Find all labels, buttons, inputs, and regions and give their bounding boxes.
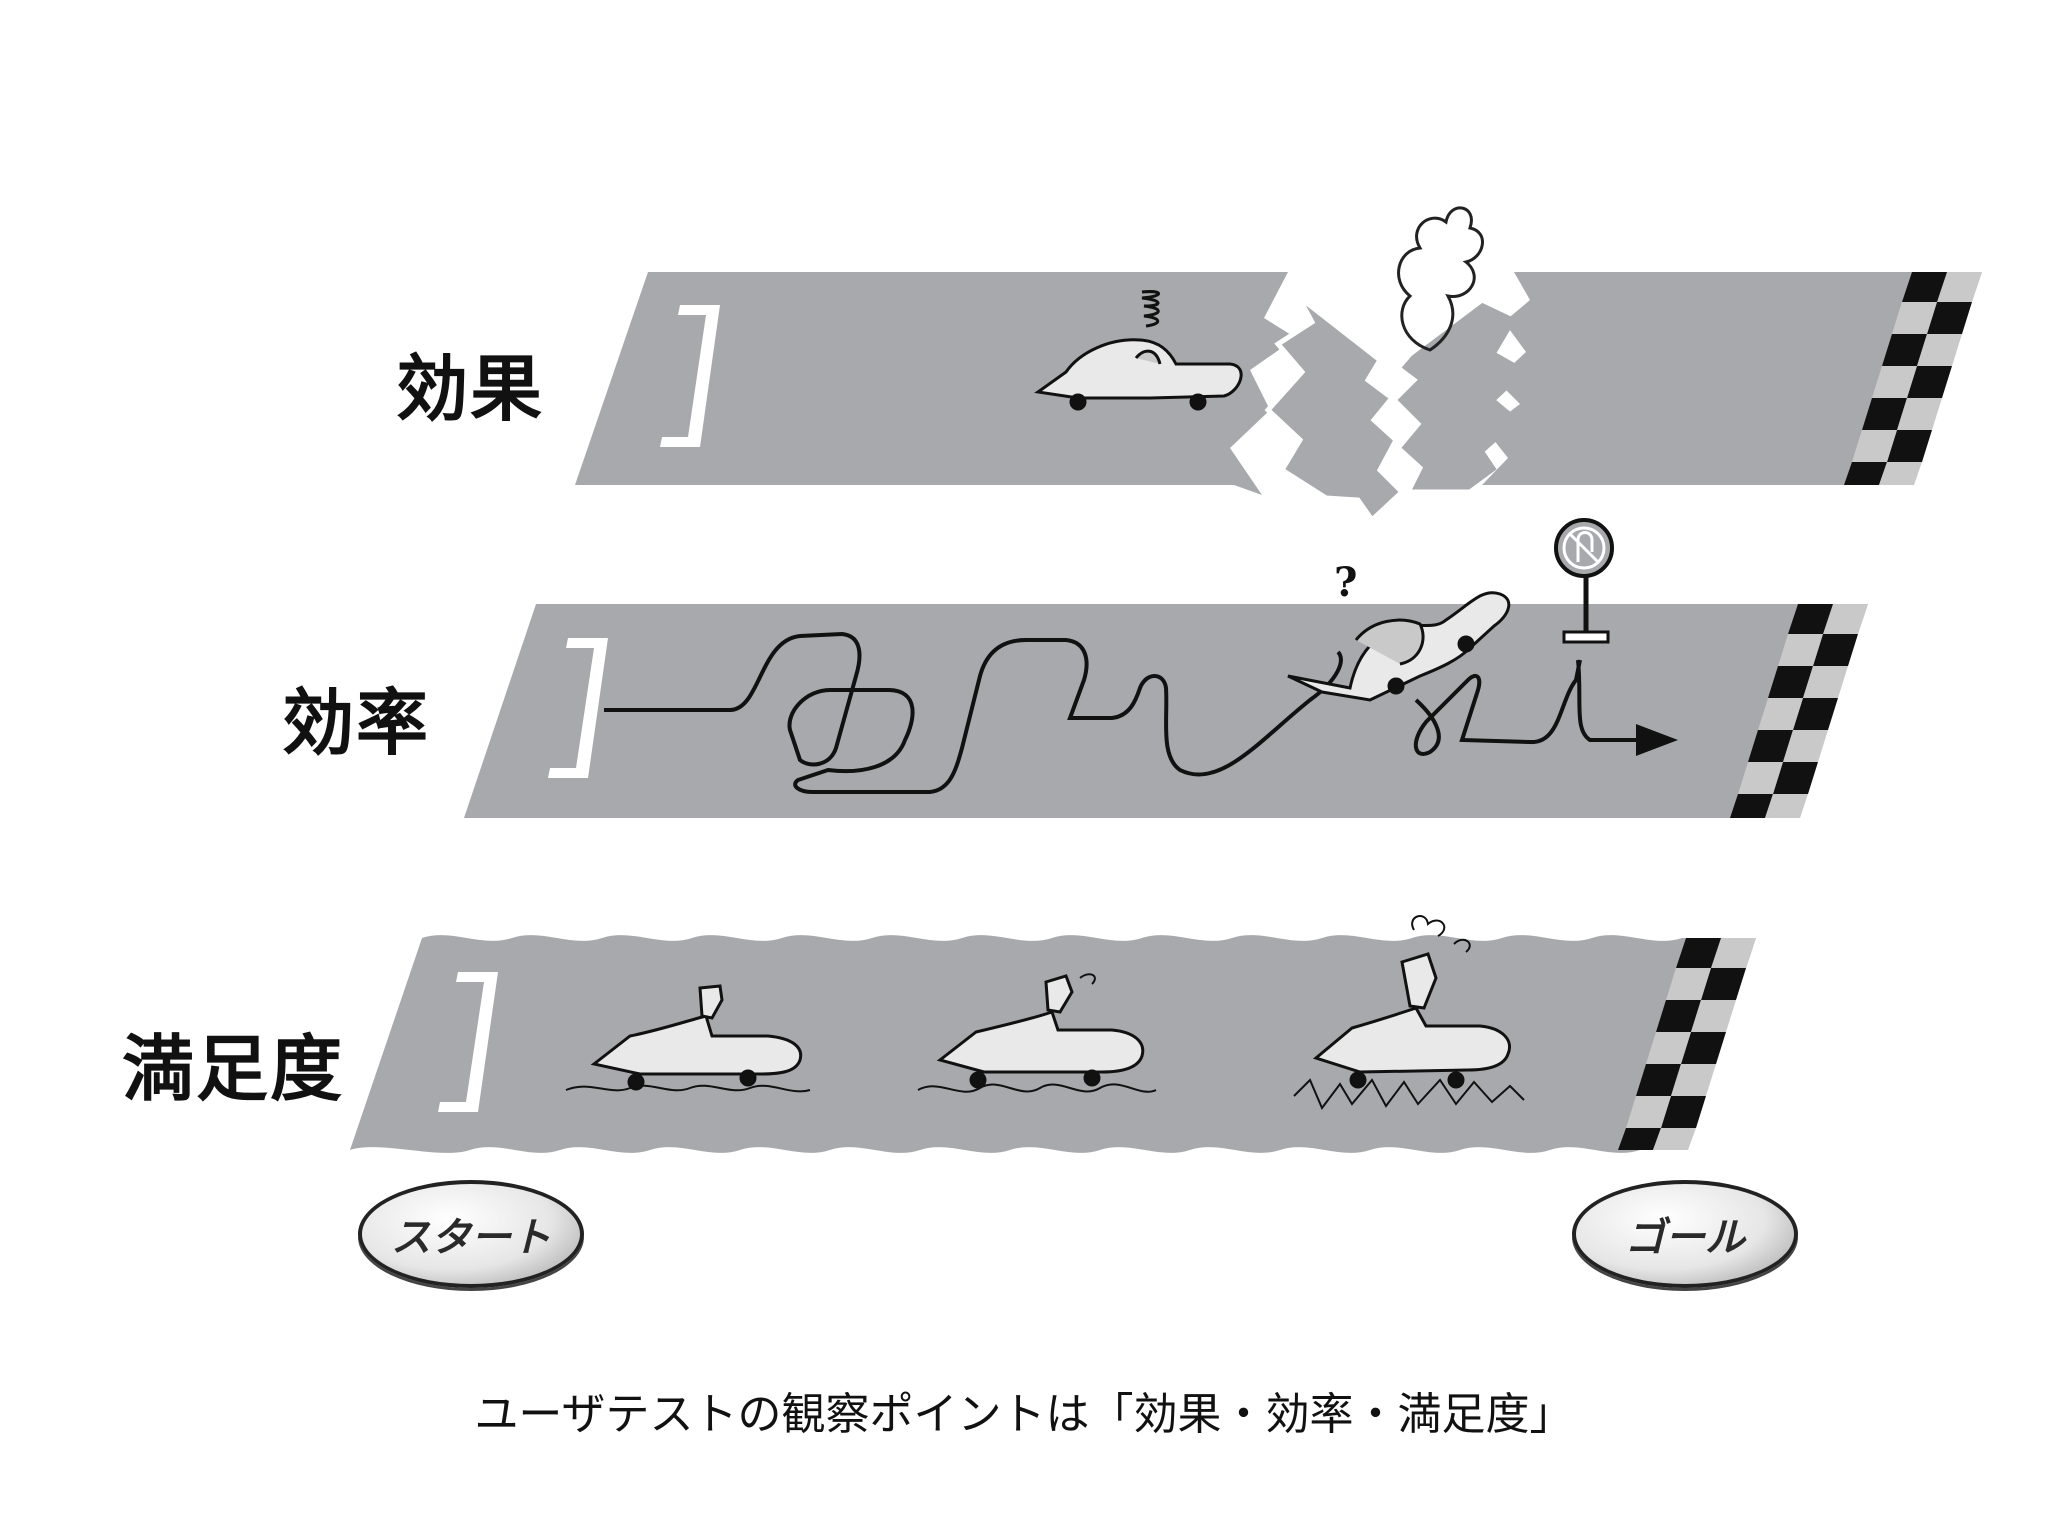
car-icon	[565, 984, 811, 1093]
start-badge: スタート	[358, 1180, 584, 1288]
row-label-satisfaction: 満足度	[122, 1027, 345, 1111]
winding-path-end	[1414, 659, 1666, 756]
car-icon	[1034, 290, 1243, 411]
car-icon	[1293, 915, 1525, 1110]
road-efficiency: ?	[464, 518, 1868, 818]
no-u-turn-sign-icon	[1554, 518, 1614, 644]
question-mark: ?	[1334, 559, 1357, 606]
start-bracket	[438, 972, 498, 1112]
finish-flag	[1618, 938, 1756, 1150]
finish-flag	[1730, 604, 1868, 818]
row-label-efficiency: 効率	[282, 681, 431, 765]
start-label: スタート	[391, 1215, 551, 1261]
smoke-cloud	[1397, 206, 1484, 352]
road-broken-piece	[1264, 294, 1406, 524]
arrow-head	[1636, 724, 1678, 756]
road-right-segment	[1482, 272, 1982, 485]
winding-path	[604, 631, 1343, 794]
row-label-effectiveness: 効果	[396, 347, 545, 431]
road-left-segment	[575, 272, 1296, 495]
start-bracket	[548, 638, 608, 778]
car-icon	[917, 973, 1157, 1093]
goal-label: ゴール	[1625, 1215, 1745, 1261]
goal-badge: ゴール	[1572, 1180, 1798, 1288]
start-bracket	[660, 305, 720, 447]
finish-flag	[1844, 272, 1982, 485]
figure-caption: ユーザテストの観察ポイントは「効果・効率・満足度」	[474, 1389, 1574, 1440]
road-satisfaction	[350, 915, 1756, 1153]
road-effectiveness	[575, 206, 1982, 524]
car-icon	[1287, 591, 1511, 702]
